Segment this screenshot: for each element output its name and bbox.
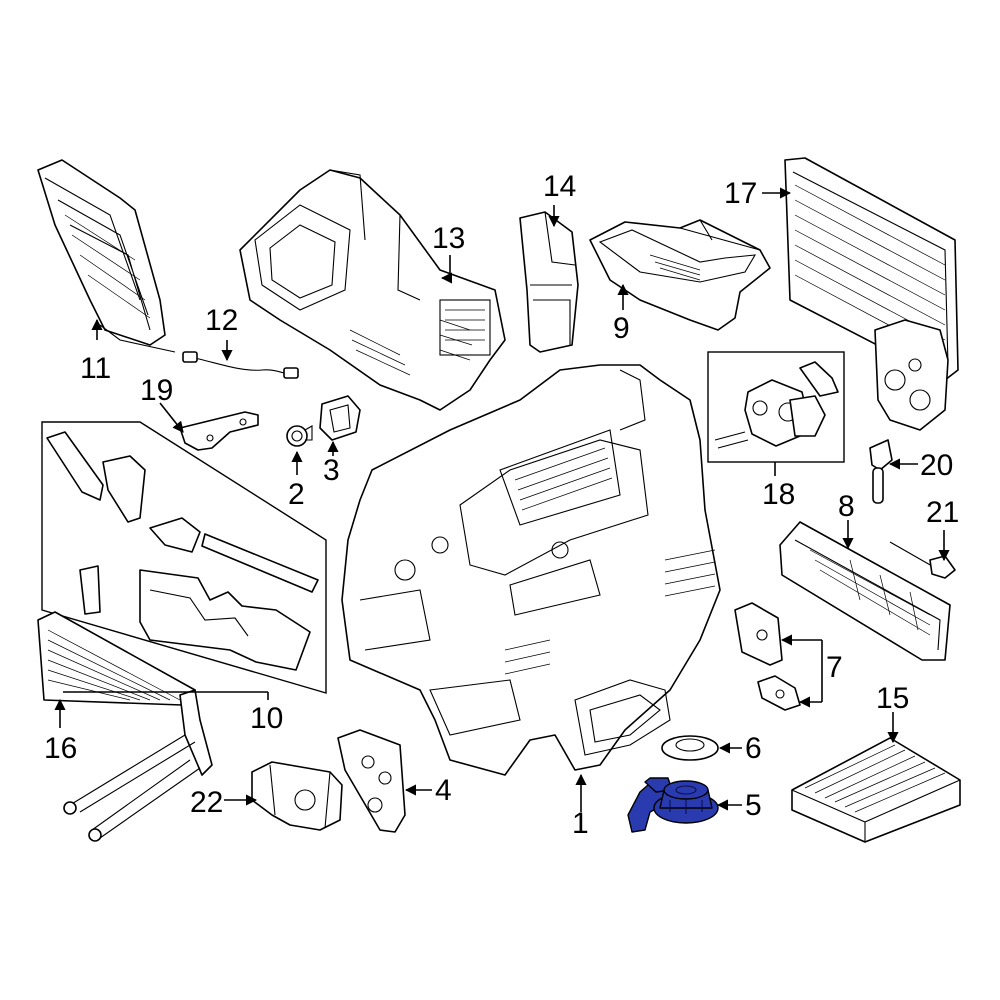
callout-21: 21: [926, 496, 959, 529]
callout-14: 14: [543, 170, 576, 203]
part-3-grommet[interactable]: [319, 395, 361, 441]
part-19-bracket[interactable]: [179, 411, 259, 451]
part-18-actuator-kit[interactable]: [707, 351, 845, 463]
part-12-wire-harness[interactable]: [182, 351, 299, 379]
callout-12: 12: [205, 304, 238, 337]
part-5-blower-motor-highlighted[interactable]: [627, 777, 719, 833]
part-21-probe[interactable]: [889, 541, 956, 579]
callout-labels: 1 2 3 4 5 6 7 8 9 10 11 12 13 14 15 16 1…: [44, 170, 959, 840]
part-4-cover-plate[interactable]: [337, 729, 406, 833]
callout-5: 5: [745, 789, 762, 822]
callout-16: 16: [44, 732, 77, 765]
part-9-vent[interactable]: [589, 219, 771, 331]
part-10-seal-kit[interactable]: [41, 421, 327, 694]
callout-2: 2: [288, 478, 305, 511]
part-8-filter-frame[interactable]: [779, 521, 951, 661]
part-22-door-motor[interactable]: [251, 761, 343, 831]
callout-15: 15: [876, 682, 909, 715]
callout-17: 17: [724, 177, 757, 210]
part-14-duct[interactable]: [519, 211, 579, 353]
callout-18: 18: [762, 478, 795, 511]
part-7-actuators[interactable]: [734, 602, 801, 711]
callout-22: 22: [190, 786, 223, 819]
part-2-clip[interactable]: [286, 425, 313, 447]
callout-10: 10: [250, 702, 283, 735]
callout-19: 19: [140, 374, 173, 407]
part-16-heater-core[interactable]: [37, 611, 213, 842]
part-6-seal-ring[interactable]: [661, 735, 719, 761]
part-15-cabin-filter[interactable]: [791, 737, 961, 843]
callout-8: 8: [838, 490, 855, 523]
callout-1: 1: [572, 807, 589, 840]
part-11-air-duct[interactable]: [37, 159, 176, 353]
part-17-evaporator[interactable]: [784, 157, 959, 431]
callout-9: 9: [613, 312, 630, 345]
callout-3: 3: [323, 454, 340, 487]
part-20-sensor[interactable]: [869, 439, 893, 504]
part-13-upper-housing[interactable]: [239, 169, 506, 411]
callout-6: 6: [745, 732, 762, 765]
callout-11: 11: [80, 352, 111, 385]
callout-20: 20: [920, 449, 953, 482]
part-1-hvac-case[interactable]: [341, 364, 721, 776]
callout-4: 4: [435, 774, 452, 807]
callout-13: 13: [432, 222, 465, 255]
callout-7: 7: [826, 651, 843, 684]
leader-lines: [54, 187, 950, 812]
